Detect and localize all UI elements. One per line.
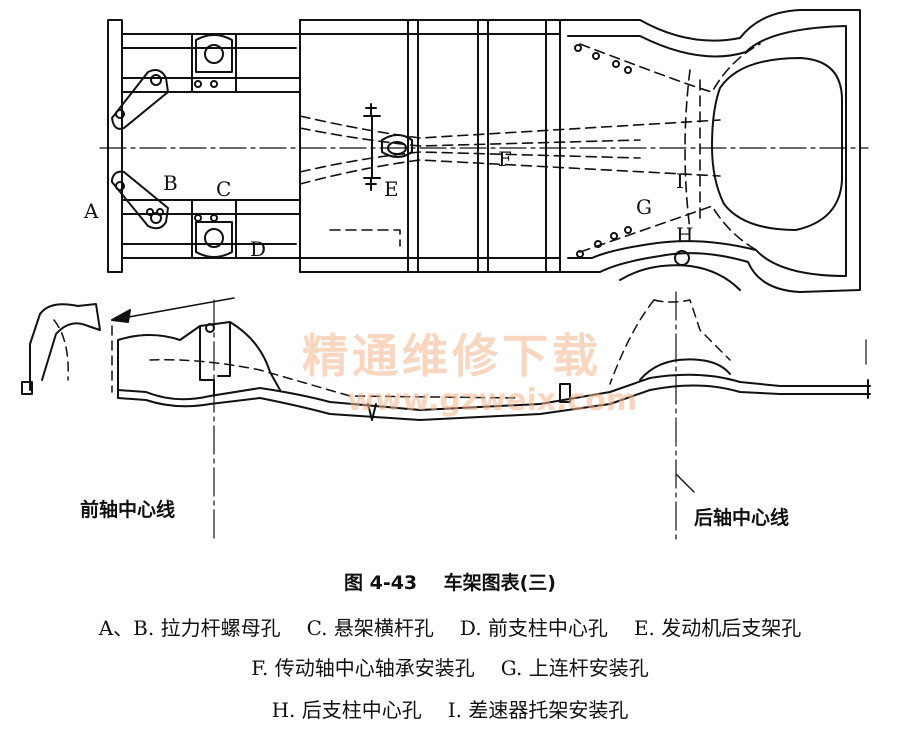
label-g: G [636, 195, 652, 219]
rear-axle-label: 后轴中心线 [694, 506, 789, 529]
legend-item: C. 悬架横杆孔 [306, 616, 434, 640]
watermark-url: www.gzweix.com [347, 383, 637, 418]
label-b: B [163, 171, 178, 195]
legend-line-3: H. 后支柱中心孔 I. 差速器托架安装孔 [0, 694, 900, 723]
label-a: A [83, 199, 99, 223]
legend-item: A、B. 拉力杆螺母孔 [98, 616, 281, 640]
front-axle-label: 前轴中心线 [80, 498, 175, 521]
arrow-head-icon [111, 309, 131, 323]
frame-side-view [21, 303, 871, 421]
legend-line-1: A、B. 拉力杆螺母孔 C. 悬架横杆孔 D. 前支柱中心孔 E. 发动机后支架孔 [0, 612, 900, 641]
figure-title: 图 4-43 车架图表(三) [0, 568, 900, 595]
watermark-cn: 精通维修下载 [302, 329, 602, 383]
figure-number: 图 4-43 [343, 572, 418, 594]
frame-hidden-lines [299, 43, 761, 253]
legend-item: F. 传动轴中心轴承安装孔 [251, 656, 475, 680]
legend-item: I. 差速器托架安装孔 [447, 698, 629, 722]
front-direction-arrow [111, 297, 235, 321]
legend-item: D. 前支柱中心孔 [459, 616, 608, 640]
legend-line-2: F. 传动轴中心轴承安装孔 G. 上连杆安装孔 [0, 652, 900, 681]
label-c: C [216, 177, 231, 201]
label-e: E [384, 177, 399, 201]
legend-item: G. 上连杆安装孔 [500, 656, 649, 680]
figure-caption: 车架图表(三) [443, 572, 556, 594]
label-h: H [676, 223, 693, 247]
legend-item: E. 发动机后支架孔 [633, 616, 802, 640]
label-f: F [498, 147, 512, 171]
legend-item: H. 后支柱中心孔 [271, 698, 422, 722]
label-d: D [250, 237, 266, 261]
label-i: I [676, 169, 684, 193]
